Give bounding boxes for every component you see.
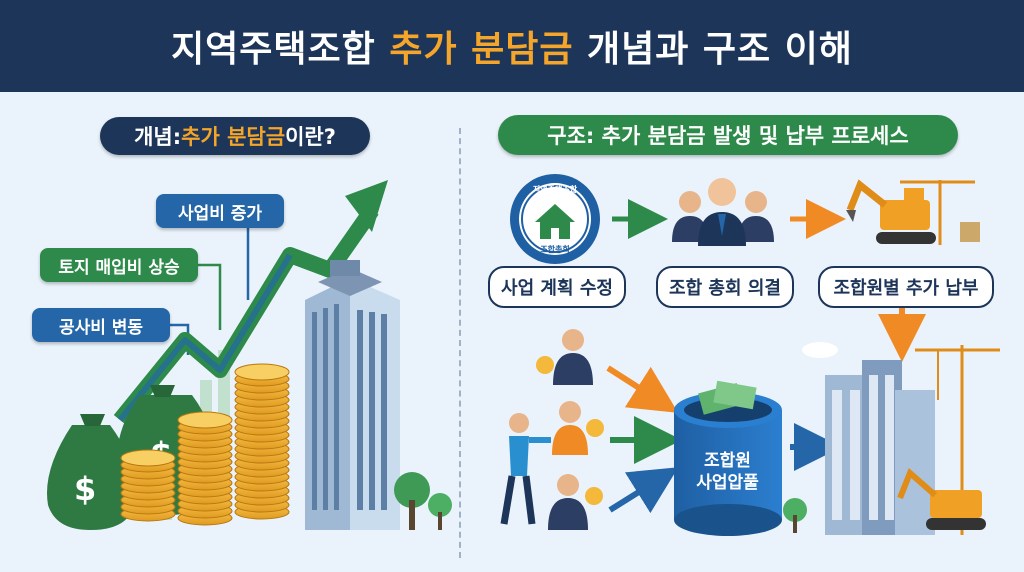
member-arrow-3 (608, 467, 679, 514)
member-figures (500, 329, 604, 530)
office-building (305, 260, 400, 530)
construction-icon (846, 179, 980, 245)
concept-heading-prefix: 개념: (134, 125, 182, 149)
title-prefix: 지역주택조합 (171, 29, 390, 70)
step-member-payment: 조합원별 추가 납부 (818, 266, 994, 308)
seal-bottom-text: 조합총회 (540, 244, 569, 254)
coin-top (234, 363, 290, 381)
member-arrow-1 (606, 365, 679, 413)
trees-left (394, 472, 452, 530)
title-suffix: 개념과 구조 이해 (573, 29, 853, 70)
concept-heading-suffix: 이란? (285, 125, 336, 149)
tag-project-cost: 사업비 증가 (156, 194, 284, 228)
page-title: 지역주택조합 추가 분담금 개념과 구조 이해 (171, 20, 853, 72)
structure-heading: 구조: 추가 분담금 발생 및 납부 프로세스 (498, 115, 958, 155)
tag-land-purchase-label: 토지 매입비 상승 (58, 257, 180, 278)
step-plan-revision-label: 사업 계획 수정 (501, 278, 613, 299)
apartment-building (783, 342, 1000, 535)
pool-label-line2: 사업압풀 (696, 473, 759, 493)
tag-land-purchase: 토지 매입비 상승 (40, 248, 198, 282)
tag-project-cost-label: 사업비 증가 (177, 203, 263, 224)
step-member-payment-label: 조합원별 추가 납부 (833, 278, 979, 299)
concept-heading-highlight: 추가 분담금 (181, 125, 286, 149)
seal-top-text: 지역주택조합 (533, 184, 578, 194)
header-banner: 지역주택조합 추가 분담금 개념과 구조 이해 (0, 0, 1024, 92)
union-seal-icon (510, 174, 600, 264)
title-highlight: 추가 분담금 (389, 29, 574, 70)
fund-pool-label: 조합원 사업압풀 (680, 450, 775, 494)
step-general-meeting-label: 조합 총회 의결 (669, 278, 781, 299)
coin-stacks (120, 363, 290, 526)
step-plan-revision: 사업 계획 수정 (488, 266, 626, 308)
section-divider (459, 128, 461, 558)
tag-construction-cost-label: 공사비 변동 (58, 317, 144, 338)
coin-top (120, 449, 176, 467)
step-general-meeting: 조합 총회 의결 (656, 266, 794, 308)
pool-label-line1: 조합원 (704, 451, 751, 471)
people-group-icon (672, 178, 774, 246)
coin-top (177, 411, 233, 429)
fund-pool-icon (674, 380, 782, 536)
tag-construction-cost: 공사비 변동 (32, 308, 170, 342)
structure-heading-text: 구조: 추가 분담금 발생 및 납부 프로세스 (547, 124, 909, 148)
svg-text:$: $ (74, 470, 96, 508)
